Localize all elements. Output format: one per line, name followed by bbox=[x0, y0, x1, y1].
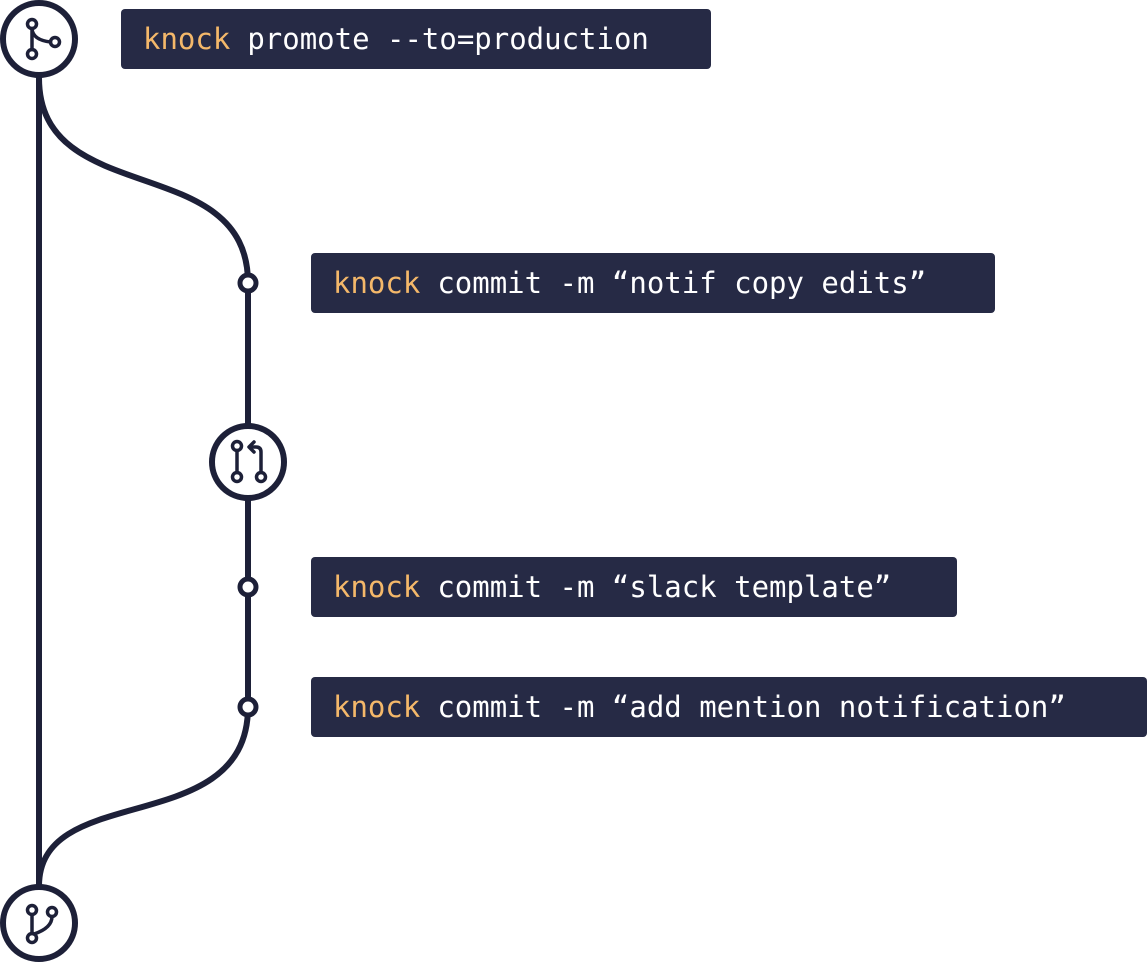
bottom-node bbox=[0, 884, 78, 962]
command-box-commit-notif-copy-edits: knock commit -m “notif copy edits” bbox=[311, 253, 995, 313]
middle-node bbox=[209, 423, 287, 501]
git-branch-icon bbox=[25, 903, 59, 945]
command-keyword: knock bbox=[143, 22, 231, 56]
command-args: promote --to=production bbox=[247, 22, 649, 56]
top-node bbox=[0, 0, 78, 78]
command-keyword: knock bbox=[333, 266, 421, 300]
command-keyword: knock bbox=[333, 690, 421, 724]
command-args: commit -m “notif copy edits” bbox=[437, 266, 927, 300]
commit-dot-slack-template bbox=[237, 576, 259, 598]
command-box-promote: knock promote --to=production bbox=[121, 9, 711, 69]
command-args: commit -m “slack template” bbox=[437, 570, 892, 604]
feature-branch-in-curve bbox=[36, 704, 251, 889]
command-box-commit-slack-template: knock commit -m “slack template” bbox=[311, 557, 957, 617]
git-merge-icon bbox=[25, 17, 62, 61]
command-keyword: knock bbox=[333, 570, 421, 604]
commit-dot-notif-copy-edits bbox=[237, 272, 259, 294]
git-pull-request-icon bbox=[230, 439, 268, 484]
command-args: commit -m “add mention notification” bbox=[437, 690, 1066, 724]
feature-branch-out-curve bbox=[36, 75, 251, 286]
command-box-commit-add-mention-notification: knock commit -m “add mention notification… bbox=[311, 677, 1147, 737]
commit-dot-add-mention-notification bbox=[237, 696, 259, 718]
